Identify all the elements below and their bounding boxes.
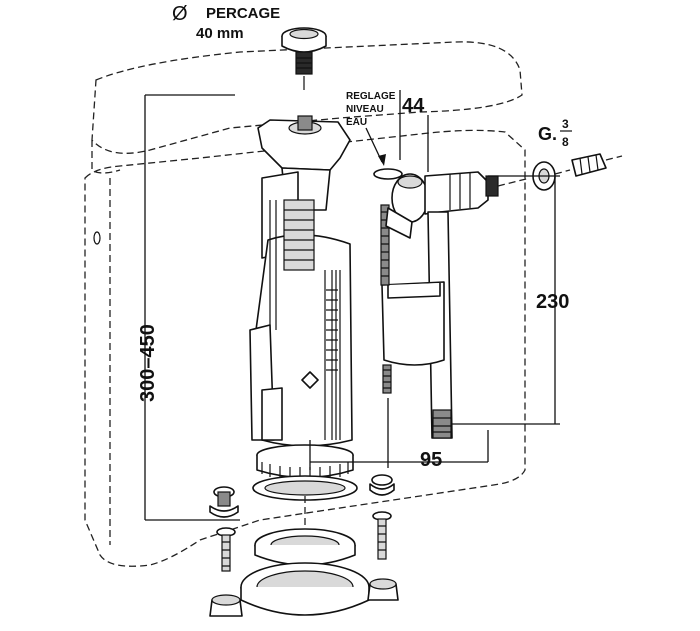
flush-valve	[249, 115, 358, 501]
flush-scale	[326, 289, 338, 371]
water-level-label-2: NIVEAU	[346, 104, 384, 115]
water-level-label-3: EAU	[346, 117, 367, 128]
thread-prefix: G.	[538, 124, 557, 144]
height-dimension-frame	[144, 94, 240, 521]
cistern-tank	[84, 129, 526, 567]
dimension-44: 44	[402, 95, 425, 117]
thread-numerator: 3	[562, 117, 569, 131]
drilling-size-label: 40 mm	[196, 25, 244, 42]
arrow-marker	[301, 371, 319, 389]
dimension-95: 95	[420, 449, 442, 471]
inlet-connectors	[497, 153, 623, 191]
push-button	[281, 27, 327, 90]
thread-denominator: 8	[562, 135, 569, 149]
fixing-screws	[209, 474, 399, 617]
fill-valve	[373, 168, 499, 439]
flush-float-ribs	[283, 199, 315, 271]
diameter-symbol: Ø	[172, 3, 188, 25]
cistern-lid	[91, 41, 523, 174]
water-level-disk	[373, 168, 403, 180]
dimension-300-450: 300–450	[137, 324, 159, 402]
seal-and-nuts	[240, 496, 370, 616]
dimension-lines	[309, 90, 560, 470]
overflow-hole	[93, 231, 101, 245]
drilling-label: PERCAGE	[206, 5, 280, 22]
water-level-label-1: REGLAGE	[346, 91, 396, 102]
dimension-230: 230	[536, 291, 569, 313]
